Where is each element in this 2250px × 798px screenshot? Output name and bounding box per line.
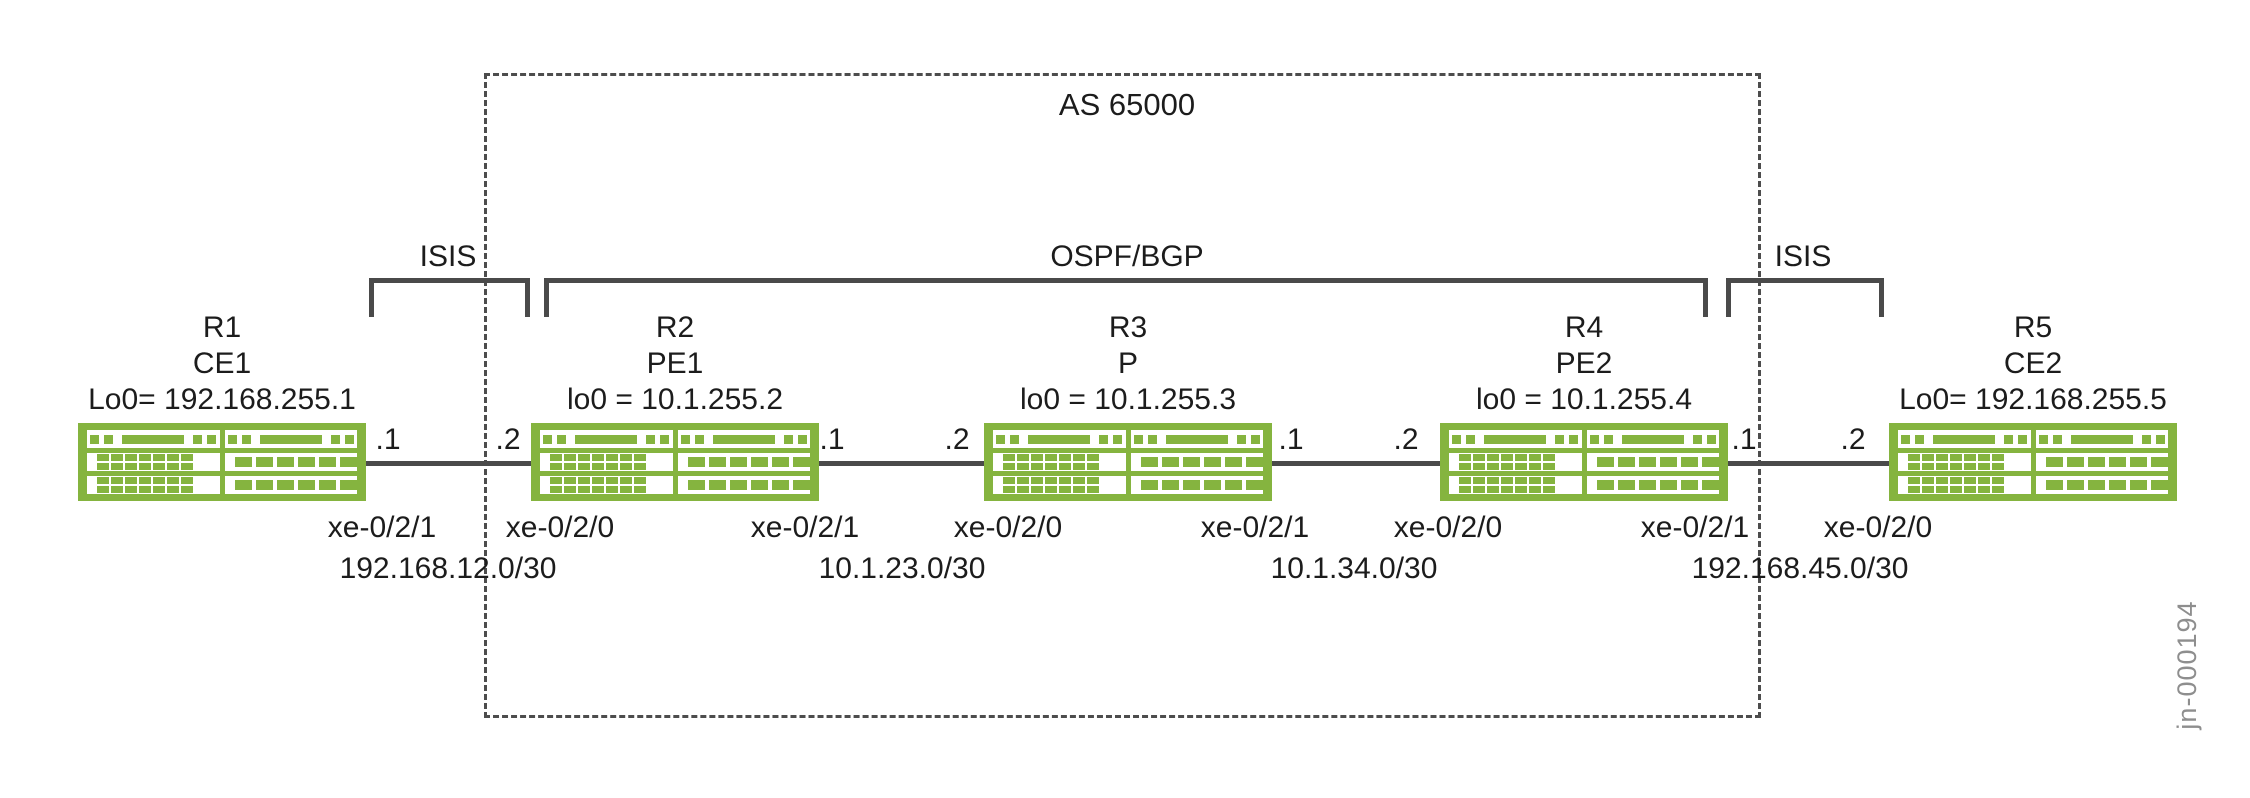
chassis-panel: [1898, 453, 2031, 471]
chassis-panel: [1130, 476, 1263, 494]
chassis-panel: [87, 430, 220, 448]
router-loopback: lo0 = 10.1.255.3: [1019, 383, 1237, 416]
router-name: R3: [1108, 311, 1148, 344]
chassis-panel: [1586, 476, 1719, 494]
chassis-panel: [2035, 476, 2168, 494]
ospf-bgp-label: OSPF/BGP: [1050, 240, 1204, 273]
subnet-label: 192.168.45.0/30: [1691, 552, 1909, 585]
chassis-panel: [993, 476, 1126, 494]
as-label: AS 65000: [1058, 87, 1196, 122]
router-r4: [1440, 423, 1728, 501]
isis-left-label: ISIS: [419, 240, 477, 273]
link-r2-r3: [819, 461, 984, 466]
chassis-panel: [540, 453, 673, 471]
chassis-panel: [677, 453, 810, 471]
interface-label: xe-0/2/0: [1823, 511, 1933, 544]
figure-id: jn-000194: [2172, 600, 2202, 730]
router-icon: [531, 423, 819, 501]
chassis-panel: [677, 476, 810, 494]
router-r5: [1889, 423, 2177, 501]
router-labels-r1: R1 CE1 Lo0= 192.168.255.1: [22, 310, 422, 418]
router-icon: [984, 423, 1272, 501]
link-r1-r2: [366, 461, 531, 466]
as-boundary-box: [484, 73, 1761, 718]
router-name: R5: [2013, 311, 2053, 344]
chassis-panel: [2035, 430, 2168, 448]
router-labels-r4: R4 PE2 lo0 = 10.1.255.4: [1384, 310, 1784, 418]
interface-label: xe-0/2/1: [750, 511, 860, 544]
link-addr-label: .2: [1840, 423, 1866, 456]
subnet-label: 192.168.12.0/30: [339, 552, 557, 585]
chassis-panel: [1130, 430, 1263, 448]
router-name: R4: [1564, 311, 1604, 344]
chassis-panel: [1449, 476, 1582, 494]
link-addr-label: .1: [1731, 423, 1757, 456]
link-addr-label: .2: [944, 423, 970, 456]
chassis-panel: [1586, 453, 1719, 471]
router-role: P: [1117, 347, 1138, 380]
interface-label: xe-0/2/1: [327, 511, 437, 544]
link-r3-r4: [1272, 461, 1440, 466]
link-addr-label: .1: [1278, 423, 1304, 456]
interface-label: xe-0/2/0: [953, 511, 1063, 544]
router-name: R2: [655, 311, 695, 344]
router-icon: [1440, 423, 1728, 501]
router-icon: [1889, 423, 2177, 501]
chassis-panel: [540, 476, 673, 494]
router-labels-r5: R5 CE2 Lo0= 192.168.255.5: [1833, 310, 2233, 418]
interface-label: xe-0/2/1: [1200, 511, 1310, 544]
router-r1: [78, 423, 366, 501]
router-loopback: Lo0= 192.168.255.1: [88, 383, 356, 416]
router-role: PE2: [1555, 347, 1613, 380]
router-name: R1: [202, 311, 242, 344]
subnet-label: 10.1.23.0/30: [818, 552, 986, 585]
subnet-label: 10.1.34.0/30: [1270, 552, 1438, 585]
isis-right-bracket: [1726, 278, 1884, 317]
chassis-panel: [1898, 476, 2031, 494]
chassis-panel: [1586, 430, 1719, 448]
chassis-panel: [1449, 430, 1582, 448]
router-role: PE1: [646, 347, 704, 380]
chassis-panel: [993, 453, 1126, 471]
chassis-panel: [1449, 453, 1582, 471]
link-addr-label: .2: [495, 423, 521, 456]
chassis-panel: [224, 476, 357, 494]
router-loopback: lo0 = 10.1.255.2: [566, 383, 784, 416]
chassis-panel: [2035, 453, 2168, 471]
chassis-panel: [224, 453, 357, 471]
link-r4-r5: [1728, 461, 1889, 466]
chassis-panel: [1130, 453, 1263, 471]
router-loopback: lo0 = 10.1.255.4: [1475, 383, 1693, 416]
router-labels-r2: R2 PE1 lo0 = 10.1.255.2: [475, 310, 875, 418]
router-role: CE1: [192, 347, 252, 380]
ospf-bgp-bracket: [544, 278, 1708, 317]
interface-label: xe-0/2/1: [1640, 511, 1750, 544]
router-role: CE2: [2003, 347, 2063, 380]
chassis-panel: [87, 453, 220, 471]
router-icon: [78, 423, 366, 501]
chassis-panel: [677, 430, 810, 448]
chassis-panel: [1898, 430, 2031, 448]
interface-label: xe-0/2/0: [505, 511, 615, 544]
chassis-panel: [540, 430, 673, 448]
chassis-panel: [993, 430, 1126, 448]
chassis-panel: [224, 430, 357, 448]
router-r3: [984, 423, 1272, 501]
router-loopback: Lo0= 192.168.255.5: [1899, 383, 2167, 416]
chassis-panel: [87, 476, 220, 494]
router-r2: [531, 423, 819, 501]
link-addr-label: .2: [1393, 423, 1419, 456]
link-addr-label: .1: [375, 423, 401, 456]
link-addr-label: .1: [819, 423, 845, 456]
interface-label: xe-0/2/0: [1393, 511, 1503, 544]
isis-left-bracket: [369, 278, 530, 317]
isis-right-label: ISIS: [1774, 240, 1832, 273]
router-labels-r3: R3 P lo0 = 10.1.255.3: [928, 310, 1328, 418]
